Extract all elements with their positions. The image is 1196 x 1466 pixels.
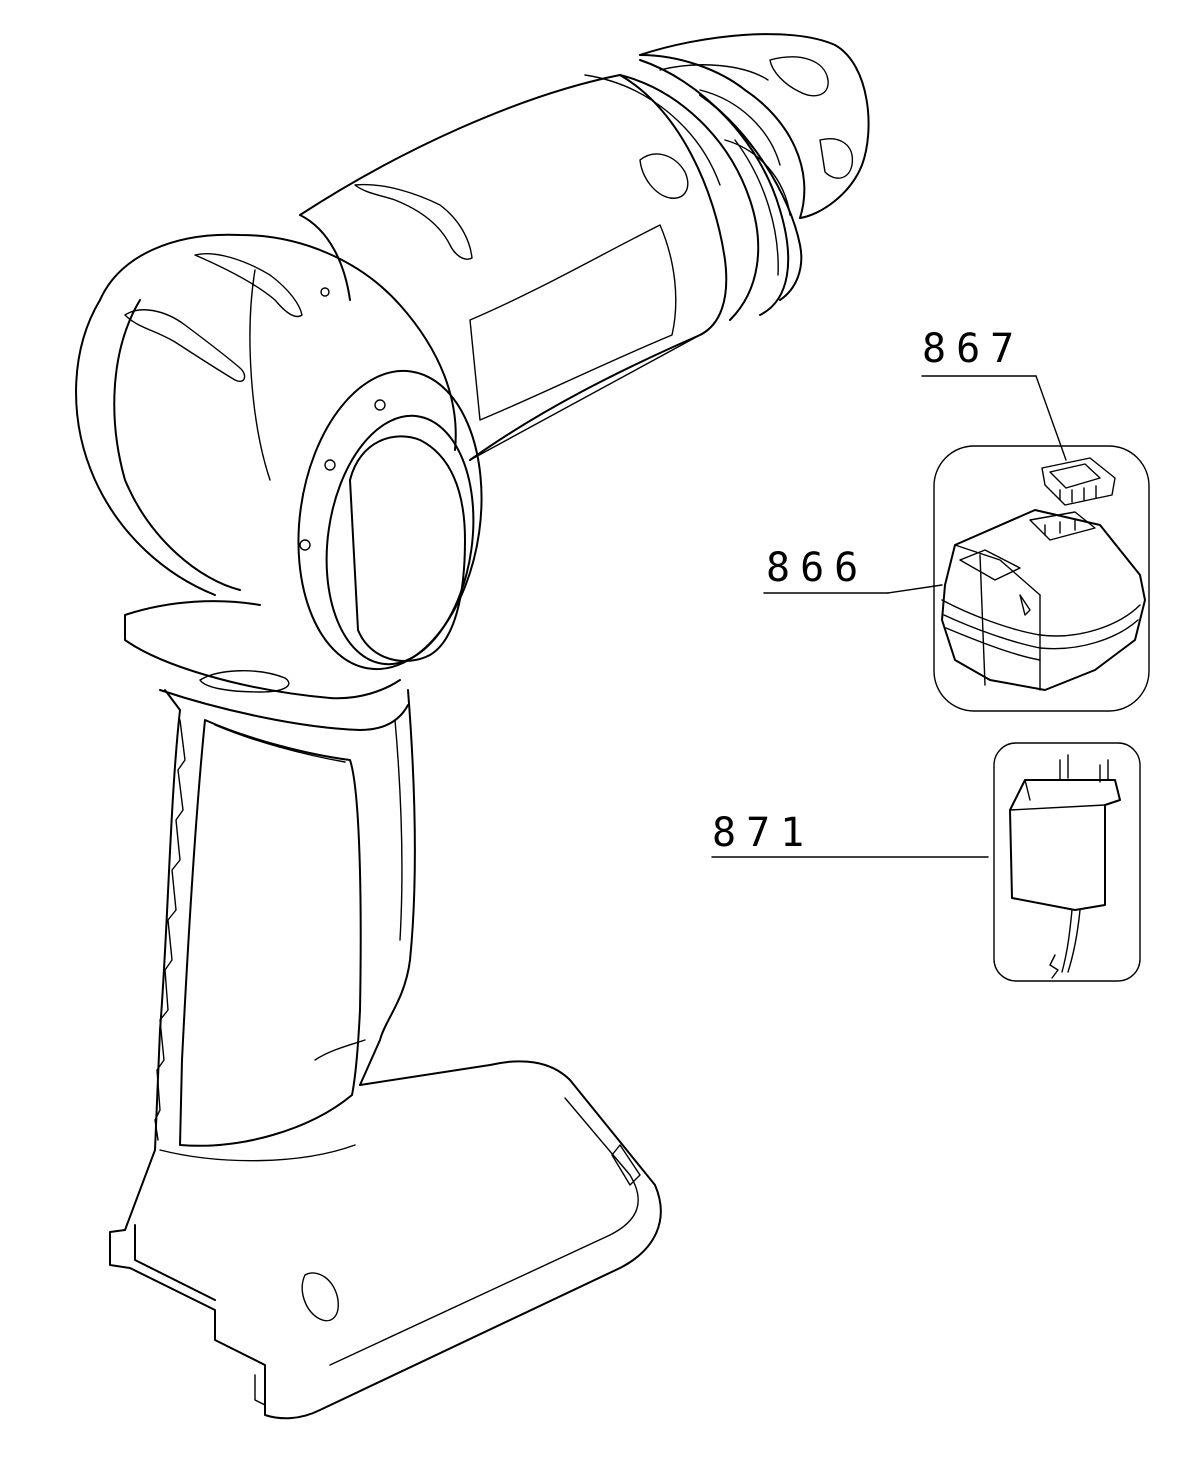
drill-collar	[584, 59, 803, 321]
drill-motor-housing	[299, 74, 728, 461]
drill-shoulder	[124, 600, 409, 731]
battery-inset-frame	[933, 445, 1150, 712]
drill-base	[109, 1060, 662, 1420]
leader-arrow-866	[887, 584, 943, 594]
charger-adapter-part	[1009, 754, 1121, 979]
callout-label-867: 867	[922, 326, 1024, 372]
drill-illustration	[75, 33, 870, 1420]
drill-chuck	[639, 33, 870, 219]
callout-label-866: 866	[766, 545, 868, 591]
drill-handle	[154, 689, 416, 1162]
callout-867: 867	[921, 326, 1116, 506]
callout-label-871: 871	[712, 810, 814, 856]
drill-joint	[297, 369, 483, 671]
callout-866: 866	[763, 445, 1150, 712]
charger-inset-frame	[993, 742, 1141, 982]
callout-871: 871	[711, 742, 1141, 982]
battery-pack-part	[941, 509, 1146, 691]
drill-rear-cap	[75, 233, 457, 596]
leader-arrow-867	[1035, 375, 1067, 461]
battery-clip-part	[1041, 457, 1116, 506]
